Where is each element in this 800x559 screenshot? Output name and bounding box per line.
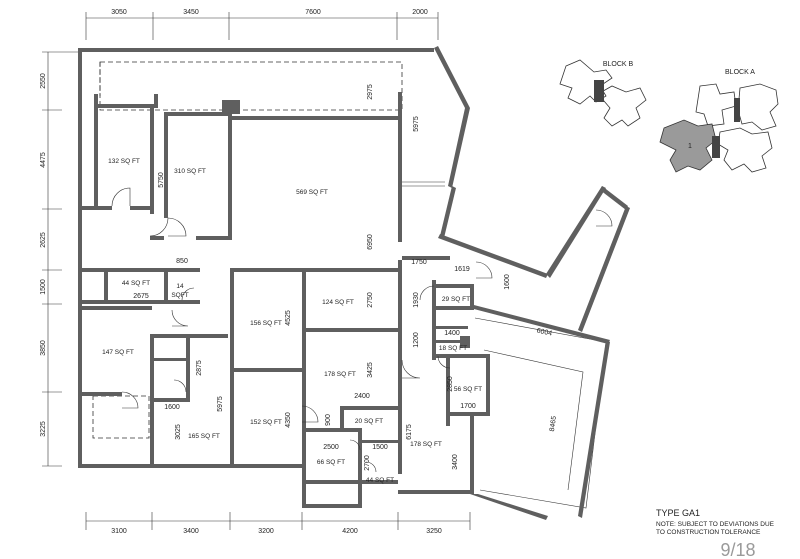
dim-2675: 2675 bbox=[133, 293, 149, 300]
note-line-2: TO CONSTRUCTION TOLERANCE bbox=[656, 529, 761, 536]
unit-marker: 1 bbox=[688, 143, 692, 150]
room-area: 178 SQ FT bbox=[324, 371, 356, 378]
room-area: 66 SQ FT bbox=[317, 459, 345, 466]
dim-5975-lower: 5975 bbox=[217, 396, 224, 412]
room-area: 44 SQ FT bbox=[122, 280, 150, 287]
dim-2700: 2700 bbox=[364, 455, 371, 471]
balcony-outlines bbox=[92, 61, 607, 509]
dim-top-3: 7600 bbox=[305, 9, 321, 16]
dim-left-1: 2550 bbox=[40, 73, 47, 89]
dim-bottom-5: 3250 bbox=[426, 528, 442, 535]
dim-8465: 8465 bbox=[549, 415, 558, 432]
dim-2850: 2850 bbox=[447, 376, 454, 392]
dim-1700: 1700 bbox=[460, 403, 476, 410]
room-area: 18 SQ FT bbox=[439, 345, 467, 352]
dim-left-4: 1500 bbox=[40, 279, 47, 295]
dim-2750: 2750 bbox=[367, 292, 374, 308]
dim-6175: 6175 bbox=[406, 424, 413, 440]
dim-bottom-2: 3400 bbox=[183, 528, 199, 535]
dim-2400: 2400 bbox=[354, 393, 370, 400]
dim-left-2: 4475 bbox=[40, 152, 47, 168]
room-area: 152 SQ FT bbox=[250, 419, 282, 426]
dim-1500: 1500 bbox=[372, 444, 388, 451]
room-area: 147 SQ FT bbox=[102, 349, 134, 356]
dim-1200: 1200 bbox=[413, 332, 420, 348]
dim-3425: 3425 bbox=[367, 362, 374, 378]
dim-3025: 3025 bbox=[175, 424, 182, 440]
dim-bottom-1: 3100 bbox=[111, 528, 127, 535]
dim-top-1: 3050 bbox=[111, 9, 127, 16]
type-label: TYPE GA1 bbox=[656, 508, 700, 518]
room-area: 156 SQ FT bbox=[250, 320, 282, 327]
block-a-label: BLOCK A bbox=[725, 69, 755, 76]
dim-1600-b: 1600 bbox=[164, 404, 180, 411]
dim-1619: 1619 bbox=[454, 266, 470, 273]
room-area: 310 SQ FT bbox=[174, 168, 206, 175]
key-plan-block-a: BLOCK A 1 bbox=[659, 69, 779, 173]
dim-1600-a: 1600 bbox=[504, 274, 511, 290]
dim-top-4: 2000 bbox=[412, 9, 428, 16]
room-area: 29 SQ FT bbox=[442, 296, 470, 303]
dim-left-3: 2625 bbox=[40, 232, 47, 248]
room-area: 56 SQ FT bbox=[454, 386, 482, 393]
key-plan-block-b: BLOCK B bbox=[559, 59, 647, 127]
block-b-label: BLOCK B bbox=[603, 61, 634, 68]
walls bbox=[78, 46, 630, 520]
dim-bottom-4: 4200 bbox=[342, 528, 358, 535]
dim-left-5: 3850 bbox=[40, 340, 47, 356]
dim-1750: 1750 bbox=[411, 259, 427, 266]
dim-4350: 4350 bbox=[285, 412, 292, 428]
dim-top-2: 3450 bbox=[183, 9, 199, 16]
room-area: 165 SQ FT bbox=[188, 433, 220, 440]
dim-1400: 1400 bbox=[444, 330, 460, 337]
dim-4525: 4525 bbox=[285, 310, 292, 326]
note-line-1: NOTE: SUBJECT TO DEVIATIONS DUE bbox=[656, 521, 775, 528]
top-dimension-line: 3050 3450 7600 2000 bbox=[85, 9, 439, 40]
room-area: 14 bbox=[176, 283, 184, 290]
dim-3400: 3400 bbox=[452, 454, 459, 470]
dim-5750: 5750 bbox=[158, 172, 165, 188]
room-area: 124 SQ FT bbox=[322, 299, 354, 306]
page-number: 9/18 bbox=[720, 540, 755, 559]
room-area: 44 SQ FT bbox=[366, 477, 394, 484]
dim-bottom-3: 3200 bbox=[258, 528, 274, 535]
dim-1930: 1930 bbox=[413, 292, 420, 308]
room-labels: 132 SQ FT 310 SQ FT 569 SQ FT 44 SQ FT 1… bbox=[102, 158, 482, 484]
room-area: 20 SQ FT bbox=[355, 418, 383, 425]
dim-2875: 2875 bbox=[196, 360, 203, 376]
room-area: 569 SQ FT bbox=[296, 189, 328, 196]
dim-850: 850 bbox=[176, 258, 188, 265]
room-area-unit: SQFT bbox=[171, 292, 188, 299]
dim-left-6: 3225 bbox=[40, 421, 47, 437]
room-area: 178 SQ FT bbox=[410, 441, 442, 448]
left-dimension-line: 2550 4475 2625 1500 3850 3225 bbox=[40, 51, 78, 467]
bottom-dimension-line: 3100 3400 3200 4200 3250 bbox=[85, 512, 471, 535]
door-swings bbox=[111, 187, 613, 473]
dim-2500: 2500 bbox=[323, 444, 339, 451]
dim-6004: 6004 bbox=[536, 327, 553, 337]
dim-900: 900 bbox=[325, 414, 332, 426]
dim-6950: 6950 bbox=[367, 234, 374, 250]
dim-5975-top: 5975 bbox=[413, 116, 420, 132]
interior-dimensions: 2975 5975 5750 6950 850 2675 1750 1619 1… bbox=[133, 84, 558, 471]
room-area: 132 SQ FT bbox=[108, 158, 140, 165]
dim-2975: 2975 bbox=[367, 84, 374, 100]
